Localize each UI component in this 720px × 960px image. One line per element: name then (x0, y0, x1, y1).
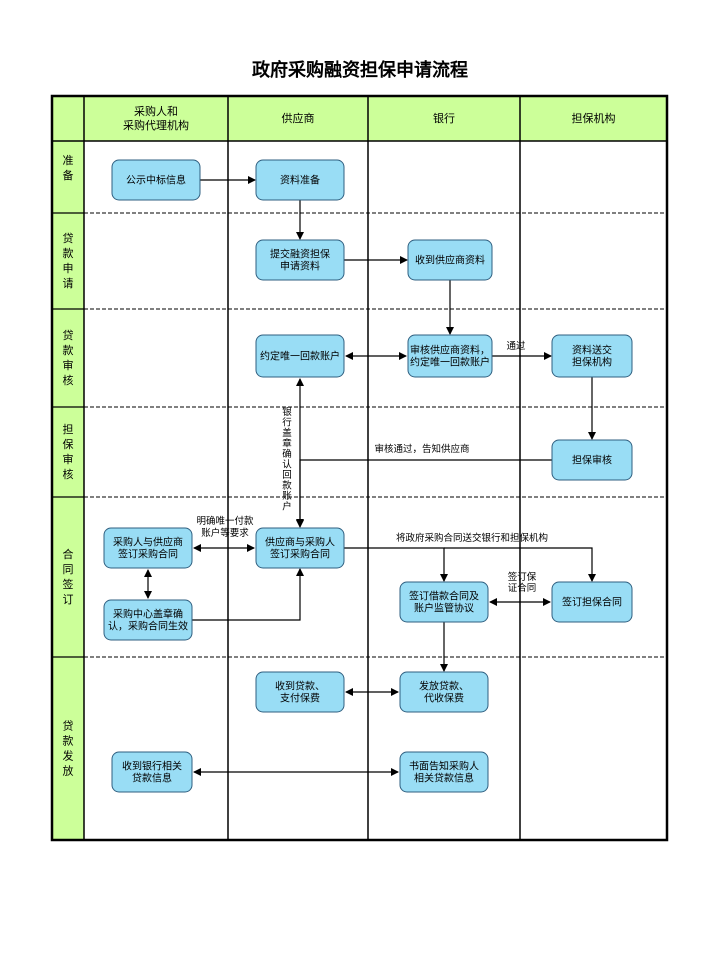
notify-purchaser-node: 书面告知采购人相关贷款信息 (399, 751, 489, 793)
table-border (50, 94, 669, 842)
sign-loan-contract-box (399, 581, 489, 623)
col-bank-header: 银行 (433, 111, 455, 125)
label-deliver-contract: 将政府采购合同送交银行和担保机构 (396, 532, 548, 544)
sign-guarantee-contract-box (551, 581, 633, 623)
receive-loan-info-box (111, 751, 193, 793)
edges (144, 176, 596, 776)
center-seal-box (103, 599, 193, 641)
center-seal-text: 采购中心盖章确认，采购合同生效 (108, 608, 188, 633)
stage-apply-label: 贷款申请 (63, 231, 74, 290)
col-guarantor-header: 担保机构 (572, 111, 616, 125)
agree-account-box (255, 334, 345, 378)
swimlane-grid (50, 94, 669, 842)
purchaser-sign-text: 采购人与供应商签订采购合同 (113, 536, 183, 561)
stage-review-label: 贷款审核 (63, 328, 74, 387)
stage-prepare-label: 准备 (63, 154, 74, 182)
receive-docs-node: 收到供应商资料 (407, 239, 493, 281)
submit-application-text: 提交融资担保申请资料 (270, 248, 330, 273)
stage-column (52, 141, 84, 840)
edge-center-to-supplier (192, 568, 304, 621)
submit-application-node: 提交融资担保申请资料 (255, 239, 345, 281)
receive-loan-text: 收到贷款、支付保费 (275, 680, 325, 705)
publish-award-box (111, 159, 201, 201)
purchaser-sign-box (103, 527, 193, 569)
label-approved: 通过 (506, 340, 526, 352)
supplier-sign-node: 供应商与采购人签订采购合同 (255, 527, 345, 569)
supplier-sign-box (255, 527, 345, 569)
edge-supplier-to-bank (344, 547, 448, 582)
purchaser-sign-node: 采购人与供应商签订采购合同 (103, 527, 193, 569)
col-supplier-header: 供应商 (282, 111, 315, 125)
receive-loan-info-node: 收到银行相关贷款信息 (111, 751, 193, 793)
edge-labels: 通过银行盖章确认回款账户 审核通过，告知供应商明确唯一付款账户等要求将政府采购合同… (196, 340, 548, 594)
edge-guarantee-to-supplier (296, 459, 552, 528)
page-title: 政府采购融资担保申请流程 (252, 60, 468, 81)
notify-purchaser-box (399, 751, 489, 793)
prepare-docs-node: 资料准备 (255, 159, 345, 201)
center-seal-node: 采购中心盖章确认，采购合同生效 (103, 599, 193, 641)
review-docs-box (407, 334, 493, 378)
prepare-docs-box (255, 159, 345, 201)
header-band (52, 96, 667, 141)
label-specify-account: 明确唯一付款账户等要求 (196, 515, 254, 539)
col-purchaser-header: 采购人和采购代理机构 (123, 104, 189, 132)
prepare-docs-text: 资料准备 (280, 174, 320, 187)
receive-loan-box (255, 671, 345, 713)
sign-guarantee-contract-node: 签订担保合同 (551, 581, 633, 623)
stage-guarantee-review-label: 担保审核 (63, 422, 74, 481)
submit-application-box (255, 239, 345, 281)
edge-supplier-to-guarantor (444, 547, 596, 582)
agree-account-text: 约定唯一回款账户 (260, 350, 340, 363)
issue-loan-text: 发放贷款、代收保费 (419, 680, 469, 705)
stage-contract-label: 合同签订 (63, 547, 74, 606)
publish-award-text: 公示中标信息 (126, 174, 186, 187)
issue-loan-box (399, 671, 489, 713)
sign-loan-contract-node: 签订借款合同及账户监管协议 (399, 581, 489, 623)
supplier-sign-text: 供应商与采购人签订采购合同 (265, 536, 335, 561)
publish-award-node: 公示中标信息 (111, 159, 201, 201)
send-to-guarantor-box (551, 334, 633, 378)
issue-loan-node: 发放贷款、代收保费 (399, 671, 489, 713)
swimlane-labels: 采购人和采购代理机构 供应商 银行 担保机构准备贷款申请贷款审核担保审核合同签订贷款发… (63, 104, 616, 778)
review-docs-text: 审核供应商资料，约定唯一回款账户 (410, 344, 490, 369)
guarantee-review-text: 担保审核 (572, 454, 612, 467)
sign-loan-contract-text: 签订借款合同及账户监管协议 (409, 590, 479, 615)
receive-docs-box (407, 239, 493, 281)
send-to-guarantor-text: 资料送交担保机构 (572, 344, 612, 369)
label-notify-supplier: 审核通过，告知供应商 (374, 443, 469, 455)
stage-disburse-label: 贷款发放 (63, 719, 74, 778)
receive-docs-text: 收到供应商资料 (415, 254, 485, 267)
sign-guarantee-contract-text: 签订担保合同 (562, 596, 622, 609)
agree-account-node: 约定唯一回款账户 (255, 334, 345, 378)
review-docs-node: 审核供应商资料，约定唯一回款账户 (407, 334, 493, 378)
label-bank-seal: 银行盖章确认回款账户 (282, 406, 292, 513)
receive-loan-node: 收到贷款、支付保费 (255, 671, 345, 713)
label-sign-guarantee: 签订保证合同 (508, 571, 537, 594)
notify-purchaser-text: 书面告知采购人相关贷款信息 (409, 760, 479, 785)
receive-loan-info-text: 收到银行相关贷款信息 (122, 760, 182, 785)
guarantee-review-box (551, 439, 633, 481)
send-to-guarantor-node: 资料送交担保机构 (551, 334, 633, 378)
guarantee-review-node: 担保审核 (551, 439, 633, 481)
